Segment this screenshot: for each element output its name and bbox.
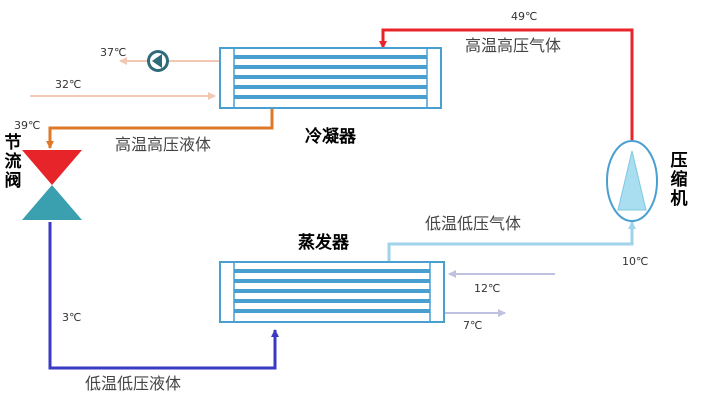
temp-evaporator-water-in: 12℃ bbox=[474, 282, 501, 295]
evaporator-label: 蒸发器 bbox=[298, 233, 349, 253]
condenser-label: 冷凝器 bbox=[305, 127, 356, 147]
hot-liquid-label: 高温高压液体 bbox=[115, 135, 212, 154]
temp-compressor-out: 49℃ bbox=[511, 10, 538, 23]
cold-gas-line bbox=[387, 221, 636, 262]
cold-liquid-line bbox=[48, 222, 279, 370]
hot-gas-label: 高温高压气体 bbox=[465, 36, 562, 55]
cold-gas-label: 低温低压气体 bbox=[425, 214, 522, 233]
hot-liquid-line bbox=[46, 108, 274, 149]
expansion-valve bbox=[22, 150, 82, 220]
pump-icon bbox=[147, 50, 169, 72]
temp-compressor-in: 10℃ bbox=[622, 255, 649, 268]
evaporator bbox=[219, 261, 445, 323]
condenser bbox=[219, 47, 442, 109]
temp-pump-water: 37℃ bbox=[100, 46, 127, 59]
valve-label: 节 流 阀 bbox=[4, 133, 22, 191]
compressor-label: 压 缩 机 bbox=[670, 151, 688, 209]
temp-condenser-water-in: 32℃ bbox=[55, 78, 82, 91]
hot-gas-line bbox=[379, 28, 634, 140]
temp-evaporator-water-out: 7℃ bbox=[463, 319, 483, 332]
temp-valve-out: 3℃ bbox=[62, 311, 82, 324]
cold-liquid-label: 低温低压液体 bbox=[85, 374, 182, 393]
temp-valve-in: 39℃ bbox=[14, 119, 41, 132]
compressor bbox=[606, 140, 658, 222]
